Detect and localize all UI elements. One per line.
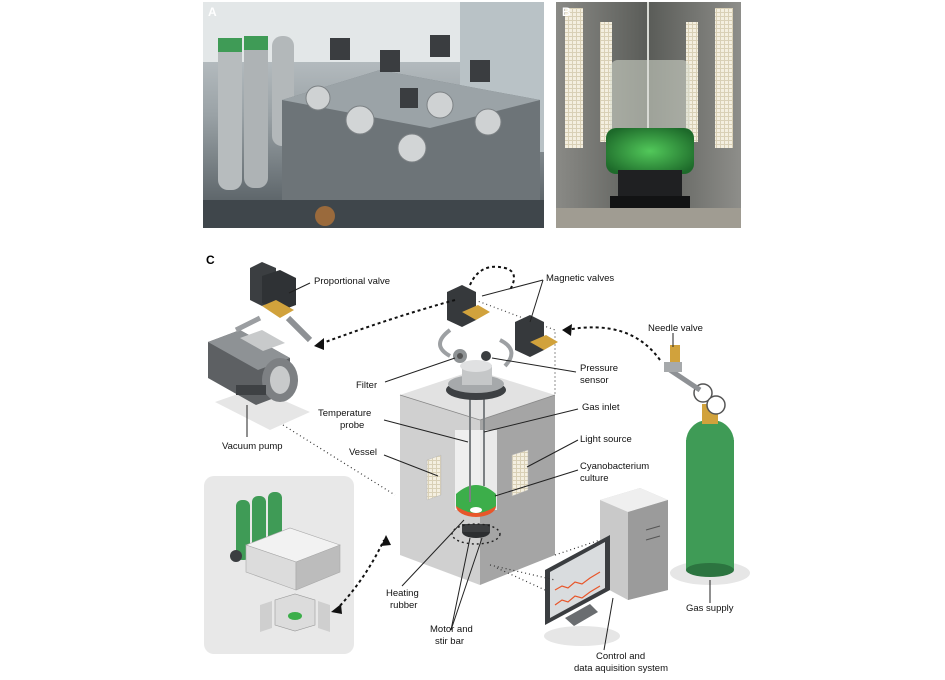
component-labels: Proportional valve Magnetic valves Needl… [222,273,734,674]
label-motor-2: stir bar [435,636,464,647]
multi-reactor-inset [204,476,354,654]
label-vacuum-pump: Vacuum pump [222,441,283,452]
dotted-links [282,424,601,591]
label-proportional-valve: Proportional valve [314,276,390,287]
label-control-2: data aquisition system [574,663,668,674]
panel-label-b: B [562,5,571,19]
label-magnetic-valves: Magnetic valves [546,273,614,284]
gas-cylinder [664,345,750,585]
label-needle-valve: Needle valve [648,323,703,334]
label-pressure-sensor-2: sensor [580,375,609,386]
control-computer [544,488,668,646]
arrow-heads [314,324,572,614]
label-control-1: Control and [596,651,645,662]
label-motor-1: Motor and [430,624,473,635]
label-gas-inlet: Gas inlet [582,402,620,413]
label-cyanobacterium-2: culture [580,473,609,484]
label-light-source: Light source [580,434,632,445]
reactor-cabinet [399,299,556,585]
proportional-valve [234,262,313,343]
label-temperature-probe-2: probe [340,420,364,431]
label-filter: Filter [356,380,377,391]
label-cyanobacterium-1: Cyanobacterium [580,461,649,472]
vacuum-pump [208,330,310,430]
label-vessel: Vessel [349,447,377,458]
photo-illuminated-reactor [556,2,741,228]
label-pressure-sensor-1: Pressure [580,363,618,374]
reactor-lid [446,349,506,400]
panel-label-a: A [208,5,217,19]
label-heating-rubber-1: Heating [386,588,419,599]
magnetic-valves [438,285,558,368]
leader-lines [246,279,711,651]
label-heating-rubber-2: rubber [390,600,417,611]
connection-lines [319,265,661,611]
label-gas-supply: Gas supply [686,603,734,614]
panel-label-c: C [206,253,215,267]
photo-lab-setup [203,2,544,228]
label-temperature-probe-1: Temperature [318,408,371,419]
